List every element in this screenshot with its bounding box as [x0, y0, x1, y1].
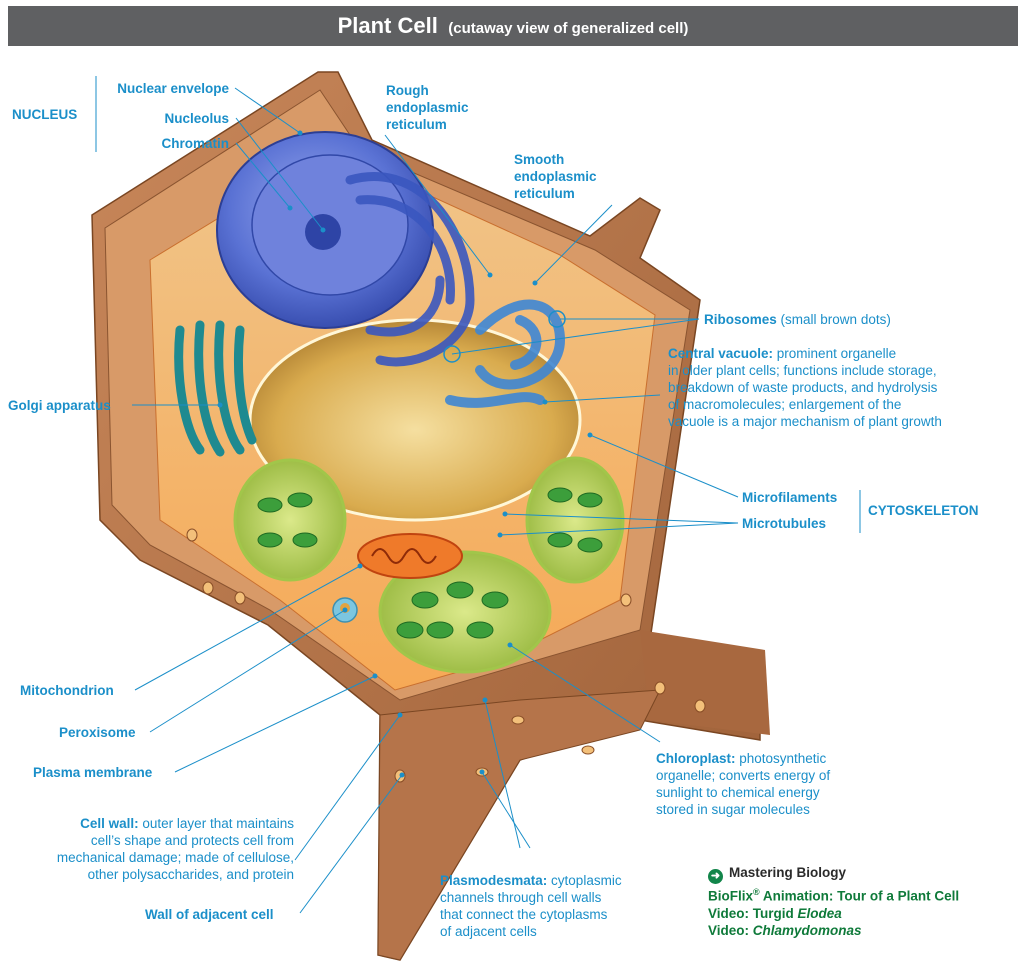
label-rough-er-line: reticulum	[386, 117, 447, 132]
label-cell-wall-line: cell’s shape and protects cell from	[90, 833, 294, 848]
label-central-vacuole-line: of macromolecules; enlargement of the	[668, 397, 902, 412]
label-golgi: Golgi apparatus	[8, 398, 111, 413]
smooth-er	[445, 299, 566, 408]
page-subtitle: (cutaway view of generalized cell)	[448, 20, 689, 37]
arrow-right-icon: ➜	[708, 869, 723, 884]
title-bar: Plant Cell (cutaway view of generalized …	[8, 6, 1018, 46]
label-nucleus: NUCLEUS	[12, 107, 78, 122]
bioflix-prefix: BioFlix	[708, 888, 754, 904]
video-elodea-prefix: Video: Turgid	[708, 905, 798, 921]
label-nuclear-envelope: Nuclear envelope	[117, 81, 229, 96]
label-plasma-membrane: Plasma membrane	[33, 765, 153, 780]
label-nucleolus: Nucleolus	[164, 111, 229, 126]
label-plasmodesmata-name: Plasmodesmata:	[440, 873, 548, 888]
label-central-vacuole-line: prominent organelle	[773, 346, 897, 361]
label-central-vacuole-line: breakdown of waste products, and hydroly…	[668, 380, 938, 395]
label-smooth-er: Smooth endoplasmic reticulum	[514, 151, 597, 202]
label-central-vacuole-line: vacuole is a major mechanism of plant gr…	[668, 414, 942, 429]
label-ribosomes: Ribosomes (small brown dots)	[704, 311, 891, 328]
label-central-vacuole: Central vacuole: prominent organelle in …	[668, 345, 942, 430]
registered-mark: ®	[753, 887, 760, 897]
label-rough-er-line: endoplasmic	[386, 100, 469, 115]
page-title: Plant Cell	[337, 13, 438, 38]
golgi-apparatus	[174, 320, 257, 457]
label-chloroplast-line: stored in sugar molecules	[656, 802, 810, 817]
label-cell-wall: Cell wall: outer layer that maintains ce…	[4, 815, 294, 883]
label-smooth-er-line: reticulum	[514, 186, 575, 201]
label-plasmodesmata-line: cytoplasmic	[547, 873, 622, 888]
label-ribosomes-name: Ribosomes	[704, 312, 777, 327]
label-mitochondrion: Mitochondrion	[20, 683, 114, 698]
label-plasmodesmata: Plasmodesmata: cytoplasmic channels thro…	[440, 872, 622, 940]
label-central-vacuole-name: Central vacuole:	[668, 346, 774, 361]
mastering-heading-row: ➜ Mastering Biology	[708, 864, 959, 884]
video-elodea-species: Elodea	[797, 905, 842, 921]
label-peroxisome: Peroxisome	[59, 725, 136, 740]
bioflix-title: Animation: Tour of a Plant Cell	[759, 888, 960, 904]
label-chloroplast-line: sunlight to chemical energy	[656, 785, 820, 800]
label-chloroplast-name: Chloroplast:	[656, 751, 736, 766]
label-cell-wall-name: Cell wall:	[80, 816, 139, 831]
central-vacuole	[248, 318, 582, 522]
label-plasmodesmata-line: of adjacent cells	[440, 924, 537, 939]
label-microtubules: Microtubules	[742, 516, 827, 531]
label-smooth-er-line: endoplasmic	[514, 169, 597, 184]
label-central-vacuole-line: in older plant cells; functions include …	[668, 363, 937, 378]
plasmodesmata-holes	[186, 528, 706, 783]
mitochondrion	[357, 533, 463, 579]
label-cell-wall-line: mechanical damage; made of cellulose,	[56, 850, 294, 865]
chloroplasts	[233, 456, 625, 674]
video-elodea-link[interactable]: Video: Turgid Elodea	[708, 905, 959, 922]
label-chloroplast: Chloroplast: photosynthetic organelle; c…	[656, 750, 830, 818]
video-chlamydomonas-prefix: Video:	[708, 922, 753, 938]
mastering-biology-box: ➜ Mastering Biology BioFlix® Animation: T…	[708, 864, 959, 939]
label-ribosomes-desc: (small brown dots)	[780, 312, 891, 327]
label-chloroplast-line: photosynthetic	[735, 751, 827, 766]
label-plasmodesmata-line: that connect the cytoplasms	[440, 907, 608, 922]
mastering-heading: Mastering Biology	[729, 865, 847, 880]
label-cell-wall-line: outer layer that maintains	[138, 816, 294, 831]
label-cell-wall-line: other polysaccharides, and protein	[87, 867, 294, 882]
bioflix-link[interactable]: BioFlix® Animation: Tour of a Plant Cell	[708, 884, 959, 905]
label-microfilaments: Microfilaments	[742, 490, 838, 505]
label-chloroplast-line: organelle; converts energy of	[656, 768, 831, 783]
label-wall-adjacent: Wall of adjacent cell	[145, 907, 274, 922]
rough-er	[345, 172, 475, 367]
label-cytoskeleton: CYTOSKELETON	[868, 503, 979, 518]
leader-lines	[95, 76, 861, 914]
leader-dots	[217, 130, 593, 778]
video-chlamydomonas-species: Chlamydomonas	[752, 922, 862, 938]
label-rough-er-line: Rough	[386, 83, 429, 98]
video-chlamydomonas-link[interactable]: Video: Chlamydomonas	[708, 922, 959, 939]
label-plasmodesmata-line: channels through cell walls	[440, 890, 602, 905]
label-smooth-er-line: Smooth	[514, 152, 565, 167]
label-rough-er: Rough endoplasmic reticulum	[386, 82, 469, 133]
label-chromatin: Chromatin	[161, 136, 230, 151]
